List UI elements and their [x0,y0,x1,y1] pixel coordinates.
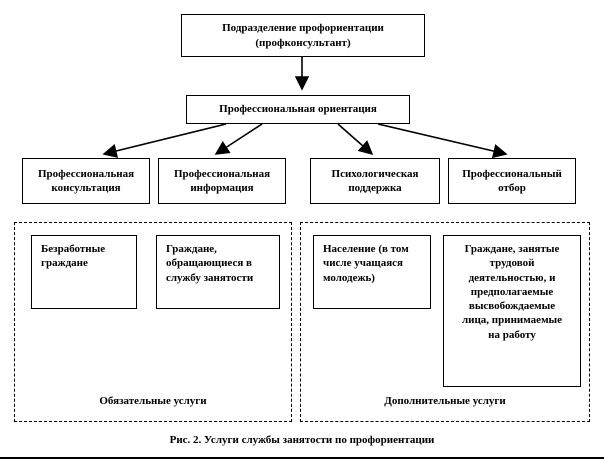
applying-citizens-box: Граждане, обращающиеся в службу занятост… [156,235,280,309]
bottom-divider [0,457,604,459]
arrow-orientation-to-support [337,123,374,156]
arrow-orientation-to-information [214,123,263,155]
population-box: Население (в том числе учащаяся молодежь… [313,235,431,309]
figure-caption: Рис. 2. Услуги службы занятости по профо… [169,434,435,446]
employed-citizens-box: Граждане, занятые трудовой деятельностью… [443,235,581,387]
arrow-orientation-to-selection [377,123,508,159]
additional-services-group: Население (в том числе учащаяся молодежь… [300,222,590,422]
service-box-consultation: Профессиональная консультация [22,158,150,204]
service-box-psych-support: Психологическая поддержка [310,158,440,204]
orientation-box: Профессиональная ориентация [186,95,410,124]
mandatory-services-group: Безработные граждане Граждане, обращающи… [14,222,292,422]
service-box-selection: Профессиональный отбор [448,158,576,204]
arrow-orientation-to-consultation [102,123,227,158]
unit-box: Подразделение профориентации (профконсул… [181,14,425,57]
additional-services-label: Дополнительные услуги [384,395,506,407]
service-box-information: Профессиональная информация [158,158,286,204]
unemployed-citizens-box: Безработные граждане [31,235,137,309]
mandatory-services-label: Обязательные услуги [99,395,207,407]
